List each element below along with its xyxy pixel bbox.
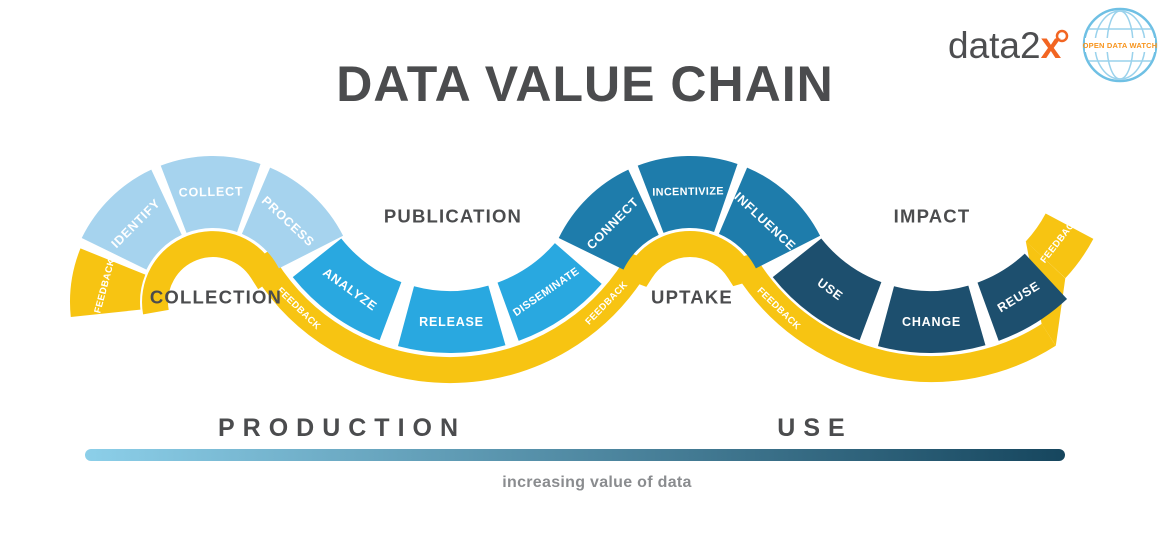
segment-release-arc	[397, 285, 506, 353]
feedback-end-segment	[1025, 212, 1094, 279]
phase-label-collection: COLLECTION	[150, 287, 282, 308]
segment-identify-arc	[81, 169, 183, 271]
segment-collect-arc	[160, 156, 261, 234]
phase-label-impact: IMPACT	[894, 206, 971, 227]
segment-connect-arc	[558, 169, 660, 271]
segment-disseminate-arc	[496, 242, 602, 341]
gradient-caption: increasing value of data	[502, 474, 691, 491]
segment-analyze-arc	[292, 237, 403, 341]
segment-influence-arc	[717, 167, 821, 270]
page-title: DATA VALUE CHAIN	[336, 56, 833, 112]
feedback-ribbon-path	[142, 231, 1056, 384]
feedback-start-segment	[70, 248, 146, 317]
footer-label-use: USE	[777, 414, 852, 442]
logo-data2x-text: data2x	[948, 25, 1062, 66]
segment-use-arc	[772, 237, 883, 341]
segment-process-arc	[240, 167, 344, 270]
segment-change-arc	[877, 285, 986, 353]
odw-text-band	[1085, 38, 1155, 52]
logo-data2x-ring-icon	[1055, 29, 1069, 43]
segment-change-label: CHANGE	[902, 315, 961, 329]
logo-data2x: data2x	[948, 25, 1069, 66]
segment-collect-label: COLLECT	[179, 184, 244, 199]
logo-data2x-prefix: data2	[948, 25, 1041, 66]
segment-release-label: RELEASE	[419, 315, 484, 329]
odw-logo-label: OPEN DATA WATCH	[1083, 41, 1158, 50]
segment-incentivize-label: INCENTIVIZE	[652, 185, 724, 198]
footer-label-production: PRODUCTION	[218, 414, 466, 442]
logo-open-data-watch: OPEN DATA WATCH	[1083, 7, 1158, 83]
phase-label-uptake: UPTAKE	[651, 287, 733, 308]
segment-incentivize-arc	[637, 156, 738, 234]
segment-reuse-arc	[976, 253, 1068, 341]
value-gradient-bar	[85, 449, 1065, 461]
phase-label-publication: PUBLICATION	[384, 206, 522, 227]
